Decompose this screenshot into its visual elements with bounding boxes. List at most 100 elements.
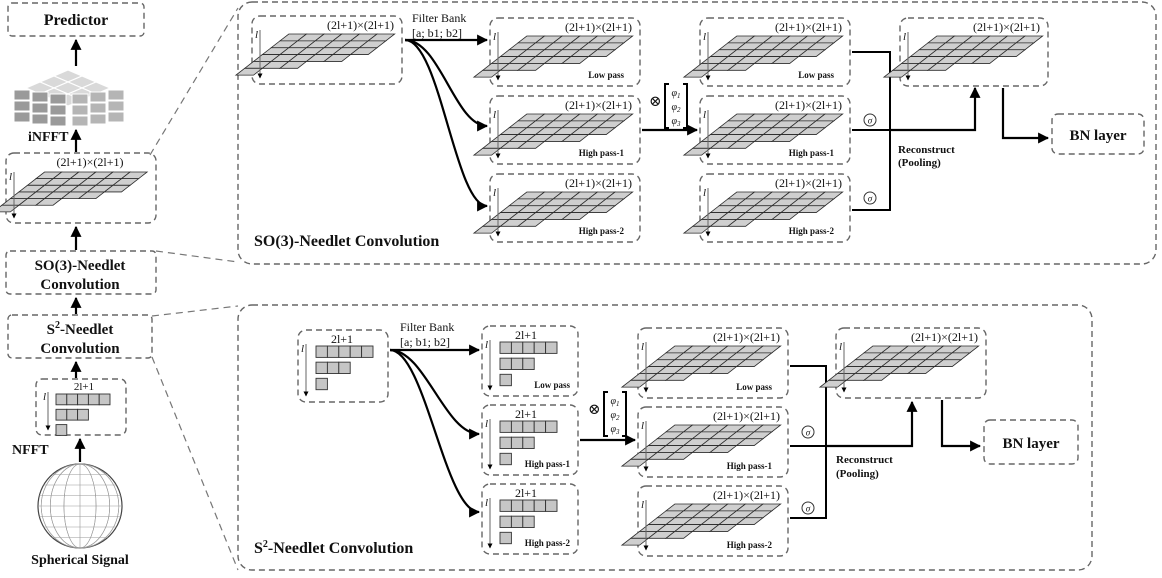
band-label: High pass-1: [727, 461, 773, 471]
phi-entry: φ3: [610, 424, 620, 436]
predictor-label: Predictor: [44, 12, 109, 29]
dimension-label: (2l+1)×(2l+1): [713, 409, 780, 423]
dimension-label: 2l+1: [515, 407, 537, 421]
activation-icon: σ: [801, 501, 815, 515]
so3-conv-line2: Convolution: [40, 277, 120, 293]
tensor-grid: [0, 171, 149, 213]
reconstruct-label: Reconstruct: [898, 144, 955, 156]
activation-icon: σ: [801, 425, 815, 439]
dimension-label: 2l+1: [331, 332, 353, 346]
dimension-label: (2l+1)×(2l+1): [973, 20, 1040, 34]
predictor-box: [7, 2, 145, 37]
connector-s2-bottom: [151, 356, 239, 571]
l-axis-label: l: [255, 29, 258, 41]
dimension-label: (2l+1)×(2l+1): [775, 176, 842, 190]
l-axis-label: l: [485, 497, 488, 509]
tensor-grid: [682, 113, 844, 156]
l-axis-label: l: [43, 391, 46, 403]
so3-conv-box: [5, 250, 157, 295]
phi-entry: φ1: [610, 396, 619, 408]
band-label: High pass-2: [525, 538, 571, 548]
filter-bank-params: [a; b1; b2]: [412, 26, 462, 40]
phi-entry: φ1: [671, 88, 680, 100]
dimension-label: (2l+1)×(2l+1): [565, 176, 632, 190]
dimension-label: (2l+1)×(2l+1): [327, 18, 394, 32]
activation-symbol: σ: [868, 116, 873, 126]
band-label: High pass-2: [789, 226, 835, 236]
dimension-label: (2l+1)×(2l+1): [775, 98, 842, 112]
s2-bn-layer: BN layer: [983, 419, 1079, 465]
bn-label: BN layer: [1069, 128, 1126, 144]
phi-entry: φ2: [671, 102, 681, 114]
tensor-grid: [818, 345, 980, 388]
l-axis-label: l: [493, 109, 496, 121]
left-s2-dim: 2l+1: [74, 381, 94, 393]
spherical-signal-label: Spherical Signal: [31, 553, 129, 568]
band-label: Low pass: [736, 382, 772, 392]
left-grid: l: [0, 171, 149, 219]
so3-panel-title: SO(3)-Needlet Convolution: [254, 233, 439, 250]
tensor-grid: [682, 191, 844, 234]
pooling-label: (Pooling): [836, 468, 879, 480]
stair-cells: [55, 393, 111, 436]
sphere-icon: [37, 463, 123, 549]
s2-panel-title: S2-Needlet Convolution: [254, 539, 413, 557]
so3-panel-content: (2l+1)×(2l+1) l Filter Bank[a; b1; b2] (2l+…: [234, 11, 1145, 243]
l-axis-label: l: [903, 31, 906, 43]
so3-output-tensor: (2l+1)×(2l+1) l: [882, 17, 1049, 87]
reconstruct-label: Reconstruct: [836, 454, 893, 466]
tensor-grid: [234, 33, 396, 76]
dimension-label: (2l+1)×(2l+1): [713, 330, 780, 344]
activation-symbol: σ: [806, 504, 811, 514]
filter-bank-label: Filter Bank: [412, 11, 466, 25]
l-axis-label: l: [485, 418, 488, 430]
left-column: Predictor iNFFT (2l+1)×(2l+1) l SO(3)-Ne…: [0, 2, 157, 568]
dimension-label: 2l+1: [515, 328, 537, 342]
l-axis-label: l: [703, 31, 706, 43]
band-label: High pass-2: [579, 226, 625, 236]
phi-entry: φ2: [610, 410, 620, 422]
l-axis-label: l: [493, 31, 496, 43]
dimension-label: (2l+1)×(2l+1): [713, 488, 780, 502]
s2-conv-line2: Convolution: [40, 341, 120, 357]
tensor-grid: [620, 503, 782, 546]
band-label: Low pass: [798, 70, 834, 80]
dimension-label: (2l+1)×(2l+1): [565, 20, 632, 34]
connector-s2-top: [151, 305, 239, 317]
l-axis-label: l: [839, 341, 842, 353]
l-axis-label: l: [703, 109, 706, 121]
band-label: High pass-1: [579, 148, 625, 158]
band-label: High pass-1: [525, 459, 571, 469]
phi-entry: φ3: [671, 116, 681, 128]
filter-bank-params: [a; b1; b2]: [400, 335, 450, 349]
dimension-label: (2l+1)×(2l+1): [775, 20, 842, 34]
stair-cells: [499, 420, 558, 466]
tensor-grid: [620, 345, 782, 388]
otimes-symbol: ⊗: [588, 402, 601, 418]
s2-conv-line1: S2-Needlet: [47, 320, 114, 338]
dimension-label: (2l+1)×(2l+1): [911, 330, 978, 344]
dimension-label: (2l+1)×(2l+1): [565, 98, 632, 112]
so3-bn-layer: BN layer: [1051, 113, 1145, 155]
left-so3-dim: (2l+1)×(2l+1): [57, 155, 124, 169]
activation-icon: σ: [863, 113, 877, 127]
l-axis-label: l: [9, 171, 12, 183]
infft-label: iNFFT: [28, 130, 69, 145]
activation-symbol: σ: [806, 428, 811, 438]
left-s2-cells: l: [43, 391, 111, 436]
filter-bank-label: Filter Bank: [400, 320, 454, 334]
so3-conv-line1: SO(3)-Needlet: [35, 258, 126, 274]
connector-so3-bottom: [155, 250, 239, 263]
s2-conv-box: [7, 314, 153, 359]
